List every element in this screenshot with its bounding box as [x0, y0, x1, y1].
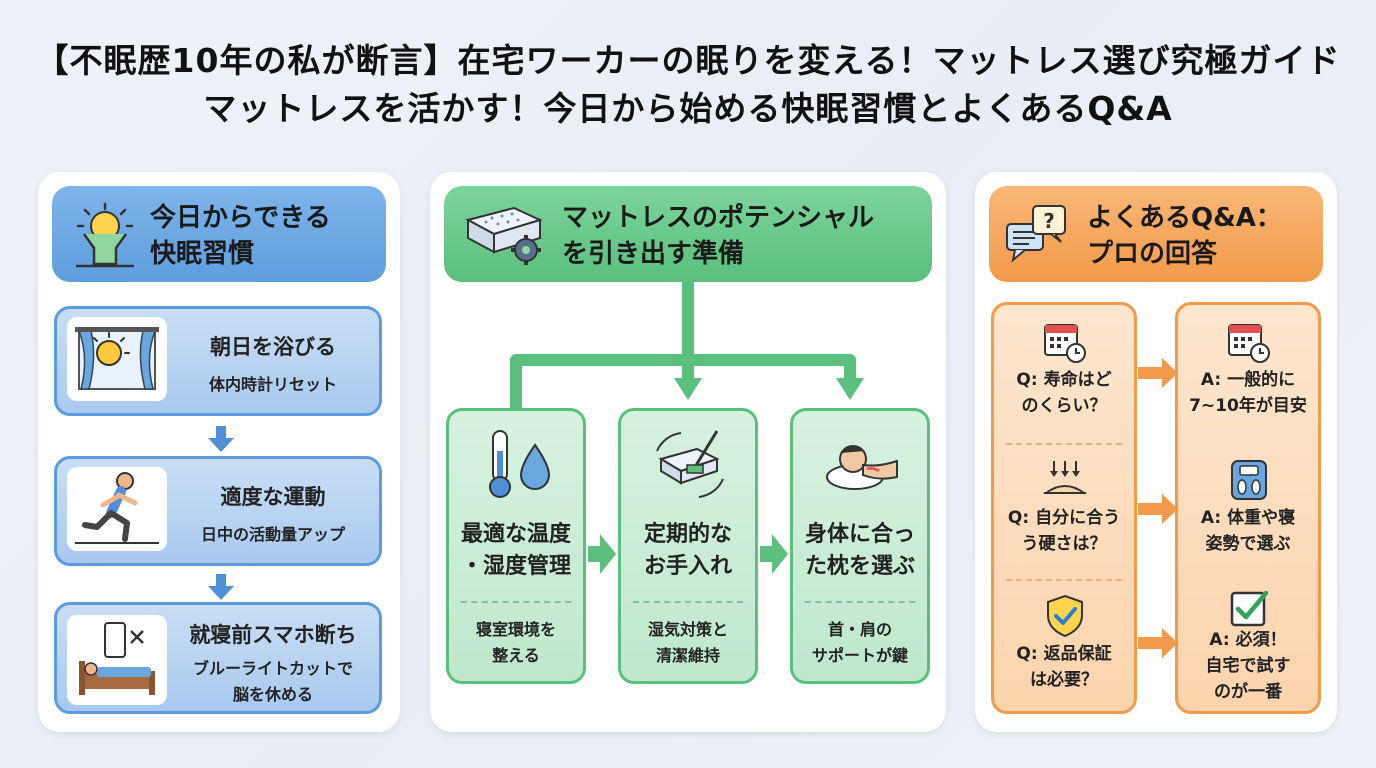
arrow-right-icon — [1138, 358, 1178, 388]
habits-header-line1: 今日からできる — [150, 203, 331, 233]
checkbox-icon — [1230, 590, 1269, 627]
habit-subtitle-2: 脳を休める — [232, 685, 313, 704]
prep-subtitle: 湿気対策と — [647, 620, 728, 639]
habit-title: 適度な運動 — [220, 485, 326, 509]
question-item: Q: 自分に合う う硬さは？ — [994, 447, 1134, 583]
calendar-clock-icon — [1228, 324, 1270, 363]
page-title-line2: マットレスを活かす！今日から始める快眠習慣とよくあるQ&A — [203, 89, 1173, 128]
qa-header-line1: よくあるQ&A： — [1087, 203, 1282, 233]
arrow-down-icon — [208, 426, 234, 452]
prep-header-line2: を引き出す準備 — [562, 239, 745, 269]
prep-title: 身体に合っ — [804, 522, 915, 547]
question-text-2: う硬さは？ — [1021, 534, 1107, 554]
qa-panel: ? よくあるQ&A： プロの回答 Q: 寿命はど のくらい？ — [975, 172, 1337, 732]
mattress-cleaning-icon — [656, 430, 724, 498]
habit-subtitle: 体内時計リセット — [208, 375, 337, 394]
answer-text: A: 必須！ — [1209, 630, 1287, 650]
running-person-icon — [75, 472, 159, 544]
divider — [1006, 443, 1122, 445]
habits-header-line2: 快眠習慣 — [150, 239, 255, 269]
arrow-down-icon — [208, 574, 234, 600]
phone-bed-icon — [79, 622, 155, 695]
qa-header-line2: プロの回答 — [1087, 239, 1218, 269]
sun-window-icon — [75, 327, 159, 390]
prep-title-2: た枕を選ぶ — [804, 554, 915, 579]
prep-subtitle-2: 整える — [492, 646, 540, 665]
divider — [805, 601, 915, 603]
divider — [1006, 579, 1122, 581]
prep-subtitle-2: サポートが鍵 — [811, 646, 908, 665]
question-item: Q: 返品保証 は必要？ — [994, 583, 1134, 719]
sunrise-person-icon — [76, 202, 134, 268]
answer-item: A: 体重や寝 姿勢で選ぶ — [1178, 447, 1318, 583]
habit-title: 就寝前スマホ断ち — [189, 623, 357, 647]
habit-card-sunlight: 朝日を浴びる 体内時計リセット — [54, 306, 382, 416]
answer-item: A: 必須！ 自宅で試す のが一番 — [1178, 583, 1318, 713]
divider — [461, 601, 571, 603]
scale-icon — [1231, 460, 1267, 500]
shield-check-icon — [1047, 594, 1083, 638]
prep-header: マットレスのポテンシャル を引き出す準備 — [444, 186, 932, 282]
answer-text-2: 自宅で試す — [1205, 656, 1291, 676]
habit-card-exercise: 適度な運動 日中の活動量アップ — [54, 456, 382, 566]
habits-header: 今日からできる 快眠習慣 — [52, 186, 386, 282]
answers-column: A: 一般的に 7~10年が目安 A: 体重や寝 姿勢で選ぶ A: 必須！ — [1175, 302, 1321, 714]
arrow-right-icon — [1138, 494, 1178, 524]
prep-panel: マットレスのポテンシャル を引き出す準備 最適な温度 ・湿度管理 寝室環境を 整… — [430, 172, 946, 732]
calendar-clock-icon — [1044, 324, 1086, 363]
answer-item: A: 一般的に 7~10年が目安 — [1178, 309, 1318, 445]
prep-title: 定期的な — [643, 522, 732, 547]
question-text: Q: 自分に合う — [1007, 508, 1121, 528]
arrow-right-icon — [1138, 628, 1178, 658]
qa-header: ? よくあるQ&A： プロの回答 — [989, 186, 1323, 282]
habit-subtitle: ブルーライトカットで — [192, 659, 353, 678]
firmness-icon — [1042, 461, 1088, 494]
answer-text-2: 姿勢で選ぶ — [1205, 534, 1291, 554]
habit-subtitle: 日中の活動量アップ — [200, 525, 345, 544]
answer-text: A: 体重や寝 — [1200, 508, 1296, 528]
answer-text-2: 7~10年が目安 — [1189, 396, 1307, 416]
arrow-right-icon — [760, 534, 788, 574]
habit-title: 朝日を浴びる — [210, 335, 336, 359]
habits-panel: 今日からできる 快眠習慣 朝日を浴びる 体内時計リセット — [38, 172, 400, 732]
pillow-sleeper-icon — [826, 445, 898, 490]
svg-text:?: ? — [1043, 209, 1055, 233]
prep-title: 最適な温度 — [460, 522, 571, 547]
answer-text-3: のが一番 — [1214, 682, 1282, 702]
thermometer-drop-icon — [489, 430, 551, 498]
page-title-line1: 【不眠歴10年の私が断言】在宅ワーカーの眠りを変える！マットレス選び究極ガイド — [35, 41, 1341, 80]
prep-header-line1: マットレスのポテンシャル — [562, 203, 875, 233]
questions-column: Q: 寿命はど のくらい？ Q: 自分に合う う硬さは？ — [991, 302, 1137, 714]
prep-subtitle: 寝室環境を — [475, 620, 556, 639]
prep-card-climate: 最適な温度 ・湿度管理 寝室環境を 整える — [446, 408, 586, 684]
arrow-right-icon — [588, 534, 616, 574]
habit-card-no-phone: 就寝前スマホ断ち ブルーライトカットで 脳を休める — [54, 602, 382, 714]
prep-card-pillow: 身体に合っ た枕を選ぶ 首・肩の サポートが鍵 — [790, 408, 930, 684]
flow-connector — [510, 282, 864, 408]
question-text-2: は必要？ — [1030, 670, 1098, 690]
question-text: Q: 寿命はど — [1016, 370, 1112, 390]
divider — [633, 601, 743, 603]
question-text: Q: 返品保証 — [1016, 644, 1112, 664]
question-text-2: のくらい？ — [1021, 396, 1107, 416]
question-item: Q: 寿命はど のくらい？ — [994, 309, 1134, 445]
mattress-gear-icon — [465, 206, 543, 265]
chat-bubbles-icon: ? — [1006, 205, 1066, 263]
prep-title-2: お手入れ — [643, 554, 732, 579]
prep-subtitle: 首・肩の — [827, 620, 892, 639]
answer-text: A: 一般的に — [1200, 370, 1296, 390]
prep-card-cleaning: 定期的な お手入れ 湿気対策と 清潔維持 — [618, 408, 758, 684]
prep-title-2: ・湿度管理 — [460, 554, 571, 579]
prep-subtitle-2: 清潔維持 — [655, 646, 720, 665]
